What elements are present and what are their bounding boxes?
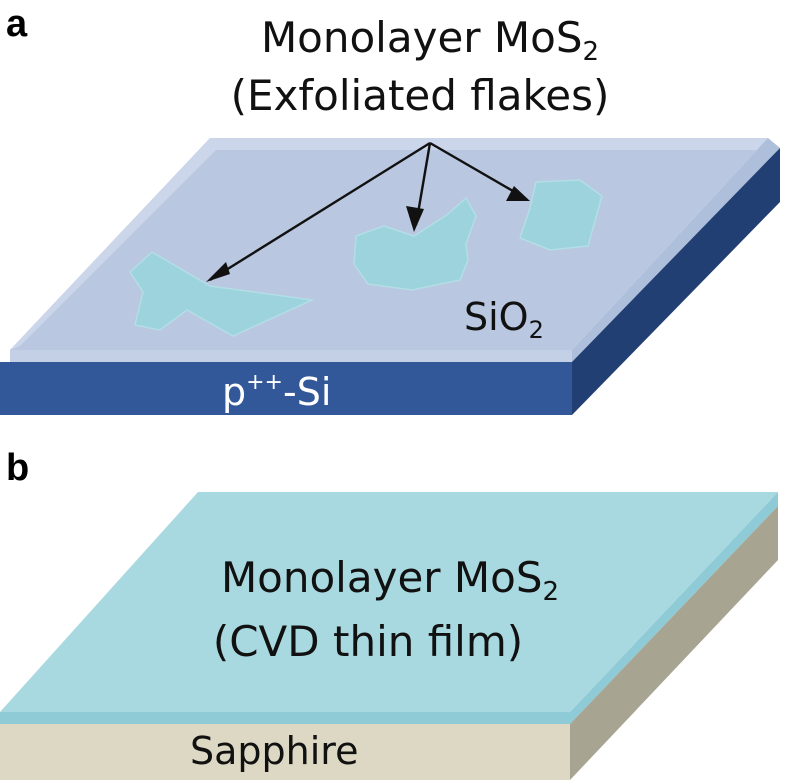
panel-b: b Monolayer MoS2 (CVD thin film) Sapphir… xyxy=(0,447,778,780)
panel-b-film-line2: (CVD thin film) xyxy=(213,617,523,666)
si-substrate-label: p++-Si xyxy=(222,370,331,414)
flake-right xyxy=(519,179,603,251)
panel-b-film-line1: Monolayer MoS2 xyxy=(221,553,559,607)
arrowhead-right xyxy=(506,186,530,201)
panel-a: a Monolayer MoS2 (Exfoliated flakes) SiO… xyxy=(0,3,780,415)
sio2-layer-side-edge xyxy=(572,138,780,362)
si-substrate-front xyxy=(0,362,572,415)
arrowhead-left xyxy=(206,262,230,282)
si-substrate-side xyxy=(572,148,780,415)
flake-middle xyxy=(353,196,477,291)
sio2-layer-front-edge xyxy=(10,350,572,362)
panel-a-letter: a xyxy=(6,3,28,45)
mos2-film-front-edge xyxy=(0,712,570,724)
sapphire-label: Sapphire xyxy=(190,729,358,773)
flake-left xyxy=(129,251,315,337)
arrow-to-right-flake xyxy=(429,141,526,200)
mos2-film-side-edge xyxy=(570,492,778,724)
sapphire-substrate-side xyxy=(570,506,778,780)
sio2-label: SiO2 xyxy=(464,295,544,344)
arrow-to-left-flake xyxy=(209,141,431,282)
arrowhead-middle xyxy=(406,206,424,232)
mos2-film-top xyxy=(0,492,778,712)
sapphire-substrate-front xyxy=(0,724,570,780)
panel-a-title-line2: (Exfoliated flakes) xyxy=(231,71,610,120)
panel-b-letter: b xyxy=(6,447,29,489)
panel-a-title-line1: Monolayer MoS2 xyxy=(261,13,599,67)
